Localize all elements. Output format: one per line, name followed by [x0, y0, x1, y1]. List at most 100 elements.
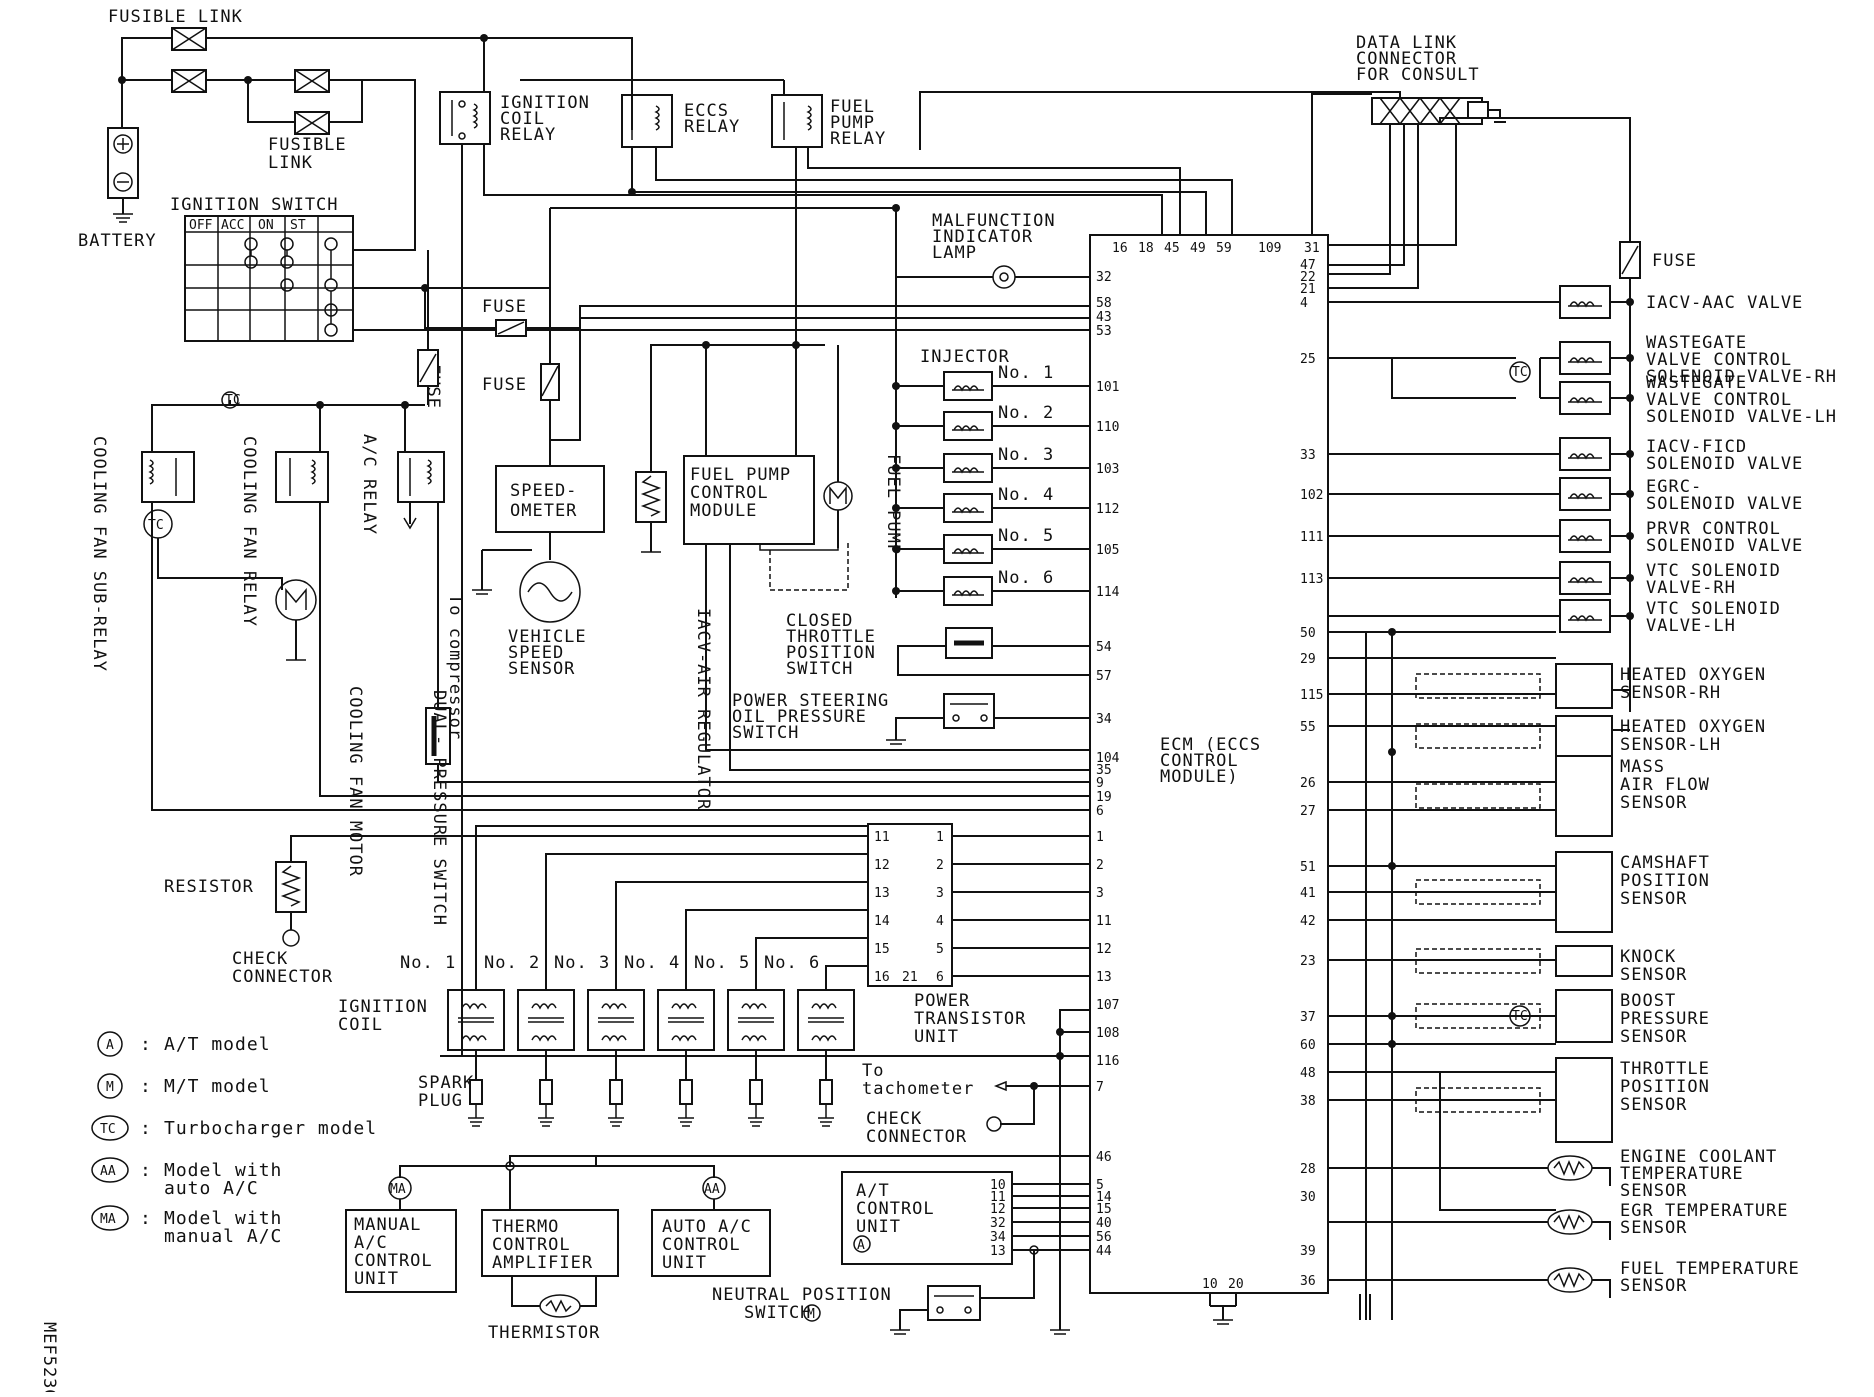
- ptu-pin-21: 21: [902, 970, 918, 985]
- ecm-pin-right: 22: [1300, 270, 1316, 285]
- ecm-pin-right: 25: [1300, 352, 1316, 367]
- injector-no: No. 5: [998, 526, 1054, 546]
- cooling-fan-sub-relay: [141, 451, 195, 503]
- legend-text: M/T model: [164, 1076, 271, 1097]
- sensor-label: MASS: [1620, 757, 1665, 777]
- tc-badge-3: TC: [1512, 365, 1528, 380]
- ecm-pin-left: 107: [1096, 998, 1119, 1013]
- coil-no: No. 1: [400, 953, 456, 973]
- ecm-pin-right: 21: [1300, 282, 1316, 297]
- speedometer-l1: SPEED-: [510, 481, 577, 501]
- spark-plug-l1: SPARK: [418, 1073, 474, 1093]
- right-component-label: VALVE-RH: [1646, 578, 1736, 598]
- legend-text: Turbocharger model: [164, 1118, 377, 1139]
- tc-badge-1: TC: [225, 393, 241, 408]
- ignition-coil-l1: IGNITION: [338, 997, 428, 1017]
- manual-ac-control-unit: [345, 1209, 457, 1293]
- ecm-pin-left: 104: [1096, 751, 1120, 766]
- ecm-pin-left: 19: [1096, 790, 1112, 805]
- ac-controls: MA AA MANUAL A/C CONTROL UNIT THERMO CON…: [345, 1155, 1090, 1343]
- ecm-pin-left: 108: [1096, 1026, 1119, 1041]
- sensor-label: SENSOR-LH: [1620, 735, 1721, 755]
- ign-col-st: ST: [290, 218, 306, 233]
- coil-no: No. 3: [554, 953, 610, 973]
- ecm-pin-right: 111: [1300, 530, 1323, 545]
- auto-ac-control-unit: [651, 1209, 771, 1277]
- legend-text: Model with: [164, 1208, 282, 1229]
- sensor-label: BOOST: [1620, 991, 1676, 1011]
- ignition-coil-l2: COIL: [338, 1015, 383, 1035]
- to-compressor-label: To compressor: [445, 594, 465, 740]
- coil-no: No. 2: [484, 953, 540, 973]
- cooling-fan-section: TC TC COOLING FAN SUB-RELAY COOLING FAN …: [89, 391, 1090, 926]
- sensor-label: SENSOR: [1620, 1276, 1687, 1296]
- ecm-l3: MODULE): [1160, 767, 1239, 787]
- ecm-pin-right: 42: [1300, 914, 1316, 929]
- dual-pressure-label: DUAL- PRESSURE SWITCH: [429, 690, 449, 926]
- thermo-l3: AMPLIFIER: [492, 1253, 593, 1273]
- at-pin: 12: [990, 1202, 1006, 1217]
- vss-l3: SENSOR: [508, 659, 575, 679]
- ecm-pin-left: 9: [1096, 776, 1104, 791]
- ecm-pin-right: 60: [1300, 1038, 1316, 1053]
- fp-relay-l2: PUMP: [830, 113, 875, 133]
- ecm-pin-right: 28: [1300, 1162, 1316, 1177]
- ecm-pin-left: 14: [1096, 1190, 1112, 1205]
- ecm-pin-left: 105: [1096, 543, 1119, 558]
- resistor-label: RESISTOR: [164, 877, 254, 897]
- vss-l1: VEHICLE: [508, 627, 587, 647]
- data-link-connector: DATA LINK CONNECTOR FOR CONSULT: [919, 33, 1631, 289]
- ecm-pin-left: 112: [1096, 502, 1119, 517]
- ecm-pin-left: 58: [1096, 296, 1112, 311]
- ecm-pin-top: 18: [1138, 241, 1154, 256]
- sensor-label: SENSOR: [1620, 965, 1687, 985]
- at-pin: 10: [990, 1178, 1006, 1193]
- legend-symbol: A: [106, 1038, 114, 1053]
- ecm-pin-left: 103: [1096, 462, 1119, 477]
- ctps-l3: POSITION: [786, 643, 876, 663]
- ecm-pin-left: 34: [1096, 712, 1112, 727]
- ecm-pin-right: 50: [1300, 626, 1316, 641]
- right-component-label: SOLENOID VALVE-RH: [1646, 367, 1837, 387]
- ptu-pin-right: 1: [936, 830, 944, 845]
- eccs-relay-l2: RELAY: [684, 117, 740, 137]
- power-steering-oil-pressure-switch: POWER STEERING OIL PRESSURE SWITCH: [732, 691, 1090, 745]
- ecm-pin-right: 29: [1300, 652, 1316, 667]
- sensor-label: KNOCK: [1620, 947, 1676, 967]
- right-component-label: SOLENOID VALVE-LH: [1646, 407, 1837, 427]
- iacv-air-reg-label: IACV-AIR REGULATOR: [693, 608, 713, 810]
- right-component-label: VTC SOLENOID: [1646, 599, 1781, 619]
- fp-relay-l3: RELAY: [830, 129, 886, 149]
- sensor-box: [1555, 989, 1613, 1043]
- aa-badge: AA: [704, 1182, 720, 1197]
- dual-pressure-switch: [425, 707, 451, 765]
- fuel-pump-control-module: FUEL PUMP CONTROL MODULE FUEL PUMP: [683, 345, 1090, 771]
- ac-relay-label: A/C RELAY: [359, 434, 379, 535]
- cooling-fan-motor: [275, 579, 317, 621]
- ecm-pin-top: 109: [1258, 241, 1281, 256]
- sensor-label: POSITION: [1620, 871, 1710, 891]
- neutral-l1: NEUTRAL POSITION: [712, 1285, 892, 1305]
- sensor-box: [1555, 715, 1613, 757]
- legend-colon: :: [140, 1076, 152, 1097]
- sensor-label: POSITION: [1620, 1077, 1710, 1097]
- dlc-l3: FOR CONSULT: [1356, 65, 1480, 85]
- ecm-pin-left: 43: [1096, 310, 1112, 325]
- thermistor-symbol: [539, 1294, 581, 1318]
- ecm-pin-right: 39: [1300, 1244, 1316, 1259]
- ignition-coil-relay: IGNITION COIL RELAY: [439, 91, 1163, 990]
- ptu-pin-right: 5: [936, 942, 944, 957]
- right-component-label: IACV-FICD: [1646, 437, 1747, 457]
- fp-relay-l1: FUEL: [830, 97, 875, 117]
- ecm-pin-left: 54: [1096, 640, 1112, 655]
- injector-no: No. 2: [998, 403, 1054, 423]
- right-component-label: VALVE CONTROL: [1646, 390, 1792, 410]
- injector-no: No. 6: [998, 568, 1054, 588]
- fuse-right-label: FUSE: [1652, 251, 1697, 271]
- right-component-label: EGRC-: [1646, 477, 1702, 497]
- ptu-l2: TRANSISTOR: [914, 1009, 1026, 1029]
- ign-coil-relay-l1: IGNITION: [500, 93, 590, 113]
- legend-symbol: M: [106, 1080, 114, 1095]
